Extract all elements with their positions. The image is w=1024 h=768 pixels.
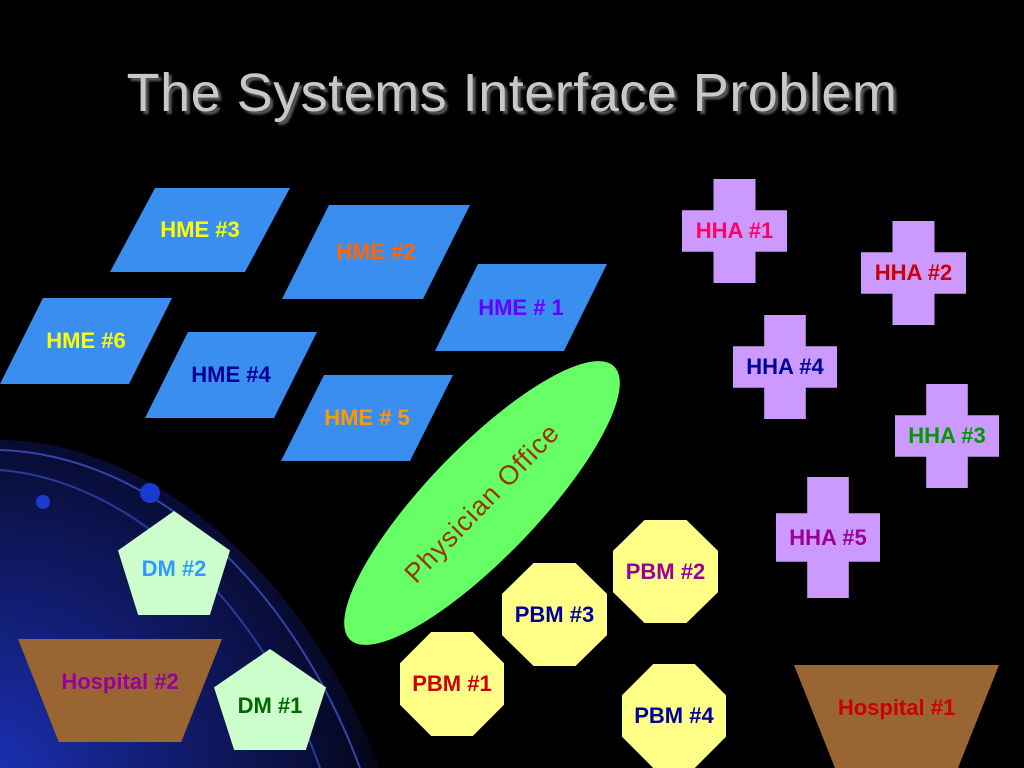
pbm-1-label: PBM #1 (412, 671, 492, 696)
hospital-1-shape: Hospital #1 (794, 665, 999, 768)
hme-1-label: HME # 1 (478, 294, 564, 320)
pbm-4-label: PBM #4 (634, 703, 714, 728)
hospital-1-label: Hospital #1 (837, 694, 956, 720)
slide-title: The Systems Interface Problem (126, 63, 898, 123)
hme-4-label: HME #4 (191, 362, 271, 387)
hme-6-label: HME #6 (46, 328, 126, 353)
hha-5-label: HHA #5 (789, 524, 867, 550)
hme-2-label: HME #2 (336, 239, 416, 264)
hme-3-label: HME #3 (160, 217, 240, 242)
pbm-3-shape: PBM #3 (502, 563, 607, 666)
dm-1-label: DM #1 (237, 692, 303, 718)
hospital-2-label: Hospital #2 (61, 668, 179, 694)
hha-3-label: HHA #3 (908, 423, 986, 448)
pbm-2-label: PBM #2 (625, 558, 706, 584)
hha-4-label: HHA #4 (746, 354, 824, 379)
pbm-4-shape: PBM #4 (622, 664, 726, 768)
hospital-2-shape: Hospital #2 (18, 639, 222, 742)
dm-2-label: DM #2 (141, 556, 207, 581)
hha-1-label: HHA #1 (695, 218, 774, 243)
hha-2-label: HHA #2 (874, 260, 953, 285)
pbm-1-shape: PBM #1 (400, 632, 504, 736)
hme-5-label: HME # 5 (324, 405, 410, 430)
pbm-3-label: PBM #3 (514, 601, 595, 627)
pbm-2-shape: PBM #2 (613, 520, 718, 623)
